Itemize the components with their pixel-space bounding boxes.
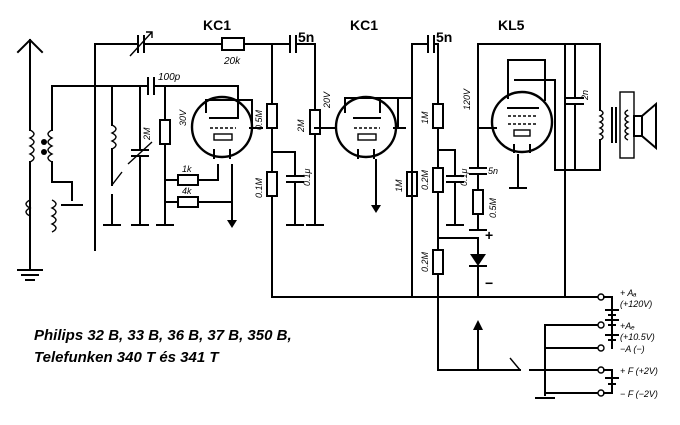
resistor-02m-b <box>432 249 444 275</box>
label-01m-a: 0.1M <box>254 177 264 198</box>
label-01u-a: 0.1μ <box>302 168 312 186</box>
label-minus: − <box>485 275 493 291</box>
speaker-icon <box>633 101 657 151</box>
label-2n: 2n <box>580 90 590 101</box>
label-4k: 4k <box>182 186 192 196</box>
resistor-2m-a <box>159 119 171 145</box>
resistor-02m-a <box>432 167 444 193</box>
terminal-a-g <box>597 321 605 329</box>
label-1k: 1k <box>182 164 192 174</box>
tube1-label: KC1 <box>203 17 231 33</box>
label-2m-a: 2M <box>142 127 152 141</box>
tube2-label: KC1 <box>350 17 378 33</box>
label-a-g: +Aₑ <box>620 321 635 331</box>
label-a-plus: + Aₐ <box>620 288 637 298</box>
resistor-1m-a <box>406 171 418 197</box>
label-a-minus: −A (−) <box>620 344 645 354</box>
battery-f-icon <box>603 369 619 394</box>
resistor-05m-b <box>472 189 484 215</box>
resistor-4k <box>177 196 199 208</box>
label-02m-a: 0.2M <box>420 169 430 190</box>
tube3-label: KL5 <box>498 17 525 33</box>
label-2m-b: 2M <box>296 119 306 133</box>
resistor-2m-b <box>309 109 321 135</box>
label-5n-b: 5n <box>436 29 452 45</box>
label-plus: + <box>485 227 493 243</box>
caption-line2: Telefunken 340 T és 341 T <box>34 349 220 366</box>
resistor-20k <box>221 37 245 51</box>
ground-icon <box>17 269 43 281</box>
label-05m: 0.5M <box>254 109 264 130</box>
label-5n-c: 5n <box>488 166 498 176</box>
tube3-icon <box>490 90 554 154</box>
resistor-1m-b <box>432 103 444 129</box>
label-1m-a: 1M <box>394 179 404 192</box>
label-120v: 120V <box>462 88 472 110</box>
output-transformer-icon <box>598 91 635 159</box>
label-100p: 100p <box>158 72 181 83</box>
resistor-05m <box>266 103 278 129</box>
label-a-g-v: (+10.5V) <box>620 332 655 342</box>
label-5n-a: 5n <box>298 29 314 45</box>
label-05m-b: 0.5M <box>488 197 498 218</box>
label-f-minus: − F (−2V) <box>620 389 658 399</box>
label-30v: 30V <box>178 109 188 126</box>
antenna-coil <box>25 129 83 271</box>
resistor-01m-a <box>266 171 278 197</box>
terminal-a-minus <box>597 344 605 352</box>
label-02m-b: 0.2M <box>420 251 430 272</box>
resistor-1k <box>177 174 199 186</box>
tube1-icon <box>190 85 254 159</box>
label-f-plus: + F (+2V) <box>620 366 658 376</box>
label-01u-b: 0.1μ <box>459 168 469 186</box>
antenna-icon <box>16 38 44 131</box>
caption-line1: Philips 32 B, 33 B, 36 B, 37 B, 350 B, <box>34 327 292 344</box>
label-1m-b: 1M <box>420 111 430 124</box>
label-a-plus-v: (+120V) <box>620 299 652 309</box>
label-20v: 20V <box>322 91 332 109</box>
battery-a-icon <box>603 296 619 349</box>
label-20k: 20k <box>223 56 241 67</box>
